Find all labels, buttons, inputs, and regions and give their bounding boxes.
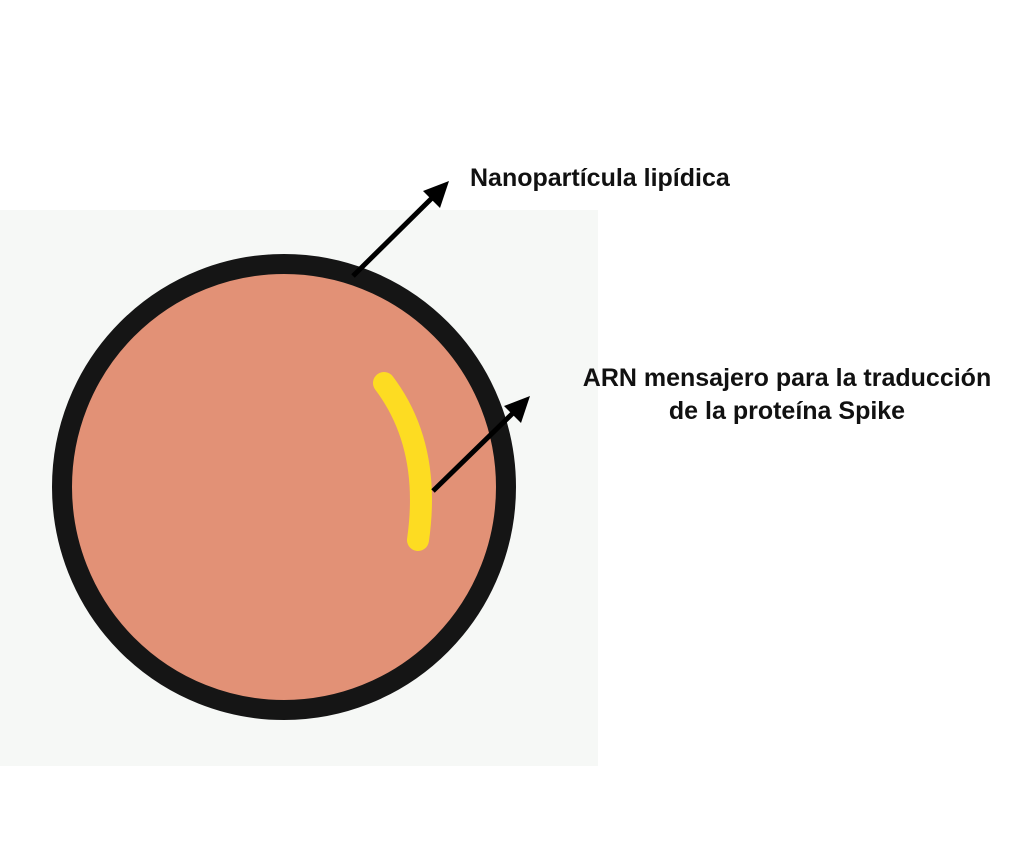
arrow-mrna [431,396,530,493]
label-mrna-line1: ARN mensajero para la traducción [582,364,992,392]
label-lipid-nanoparticle: Nanopartícula lipídica [470,164,730,192]
lipid-nanoparticle [52,254,516,720]
arrow-lipid-nanoparticle [351,181,449,278]
label-mrna-line2: de la proteína Spike [668,397,906,425]
label-mrna: ARN mensajero para la traducción de la p… [548,362,1026,428]
mrna-strand [373,372,432,551]
